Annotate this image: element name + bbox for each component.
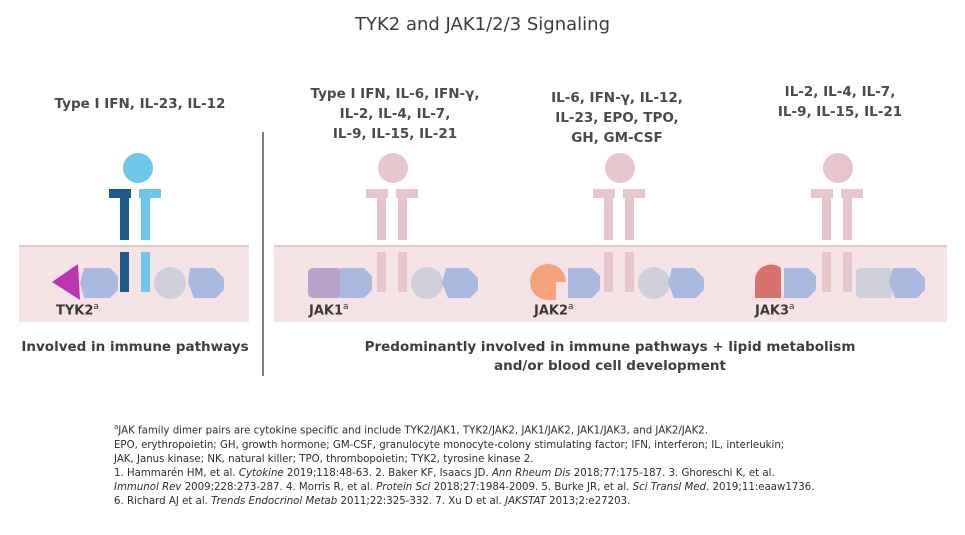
tyk2-gray-domain [154,267,186,299]
page-title: TYK2 and JAK1/2/3 Signaling [355,14,610,35]
jak2-blue-domain-left [568,268,600,298]
jak2-receptor [530,153,704,300]
jak1-blue-domain-right [442,268,478,298]
tyk2-chain-dark-top [109,189,131,198]
jak2-label: JAK2a [534,302,574,319]
jak3-cytokines: IL-2, IL-4, IL-7, IL-9, IL-15, IL-21 [777,84,903,120]
tyk2-blue-domain-right [188,268,224,298]
jak3-label: JAK3a [755,302,795,319]
tyk2-label: TYK2a [56,302,99,319]
tyk2-kinase-domain [52,264,80,300]
footnote-abbreviations-2: JAK, Janus kinase; NK, natural killer; T… [114,453,534,465]
jak3-kinase-domain [755,264,781,298]
jak2-cytokines: IL-6, IFN-γ, IL-12, IL-23, EPO, TPO, GH,… [551,90,683,146]
jak3-blue-domain-left [784,268,816,298]
references-line-1: 1. Hammarén HM, et al. Cytokine 2019;118… [114,468,775,479]
left-caption: Involved in immune pathways [21,339,249,355]
jak2-blue-domain-right [668,268,704,298]
right-caption: Predominantly involved in immune pathway… [364,339,856,374]
jak3-blue-domain-right [889,268,925,298]
jak3-gray-domain [856,268,892,298]
jak3-receptor [755,153,925,298]
footnote-dimer-pairs: aJAK family dimer pairs are cytokine spe… [114,423,709,437]
references-line-3: 6. Richard AJ et al. Trends Endocrinol M… [114,496,631,508]
tyk2-ligand [123,153,153,183]
jak1-kinase-domain [308,268,342,298]
footnote-abbreviations-1: EPO, erythropoietin; GH, growth hormone;… [114,439,785,451]
tyk2-chain-light-stem [141,198,150,240]
jak2-gray-domain [638,267,670,299]
footnotes: aJAK family dimer pairs are cytokine spe… [114,420,914,510]
jak1-ligand [378,153,408,183]
jak1-blue-domain-left [340,268,372,298]
tyk2-cytokines: Type I IFN, IL-23, IL-12 [54,96,226,112]
references-line-2: Immunol Rev 2009;228:273-287. 4. Morris … [114,482,815,494]
jak1-label: JAK1a [309,302,349,319]
tyk2-receptor [52,153,224,300]
tyk2-chain-dark-stem [120,198,129,240]
jak1-cytokines: Type I IFN, IL-6, IFN-γ, IL-2, IL-4, IL-… [310,86,480,142]
tyk2-chain-light-top [139,189,161,198]
jak1-gray-domain [411,267,443,299]
jak2-kinase-domain [530,264,566,300]
tyk2-blue-domain-left [80,268,118,298]
jak2-ligand [605,153,635,183]
tyk2-chain-light-tm [141,252,150,292]
jak1-receptor [308,153,478,299]
jak3-ligand [823,153,853,183]
tyk2-chain-dark-tm [120,252,129,292]
